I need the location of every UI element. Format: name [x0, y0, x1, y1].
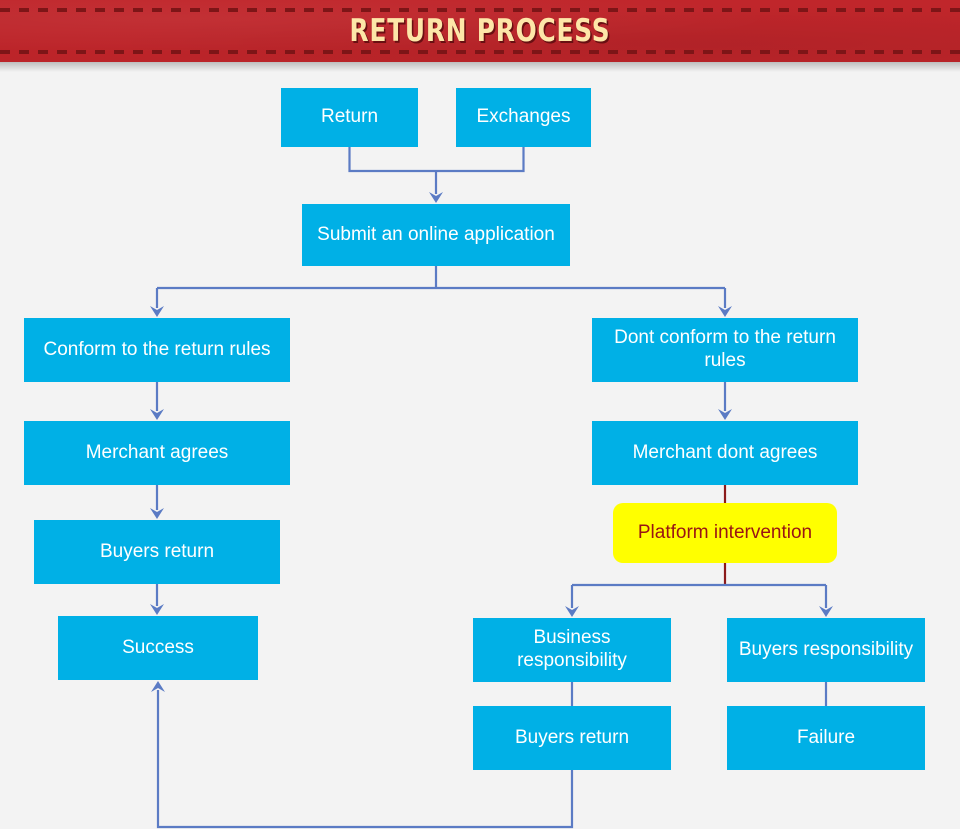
flow-node-label: Conform to the return rules	[43, 339, 270, 362]
flow-node-buyersreturn2[interactable]: Buyers return	[473, 706, 671, 770]
flow-node-conform[interactable]: Conform to the return rules	[24, 318, 290, 382]
flow-node-label: Dont conform to the return rules	[598, 327, 852, 373]
flow-node-label: Buyers return	[100, 541, 214, 564]
flow-node-exchanges[interactable]: Exchanges	[456, 88, 591, 147]
header-banner: RETURN PROCESS	[0, 0, 960, 62]
flow-node-submit[interactable]: Submit an online application	[302, 204, 570, 266]
flow-node-label: Failure	[797, 727, 855, 750]
flow-node-label: Buyers return	[515, 727, 629, 750]
flow-node-label: Business responsibility	[479, 627, 665, 673]
flow-node-label: Platform intervention	[638, 522, 812, 545]
flow-node-notagrees[interactable]: Merchant dont agrees	[592, 421, 858, 485]
flow-node-bizresp[interactable]: Business responsibility	[473, 618, 671, 682]
edge-return-exchanges-merge	[350, 147, 524, 171]
flow-node-label: Exchanges	[476, 106, 570, 129]
flow-node-label: Buyers responsibility	[739, 639, 913, 662]
page-title: RETURN PROCESS	[96, 0, 864, 62]
flow-node-buyresp[interactable]: Buyers responsibility	[727, 618, 925, 682]
flow-node-label: Merchant agrees	[86, 442, 229, 465]
flowchart-canvas: Return ExchangesSubmit an online applicat…	[0, 62, 960, 829]
flow-node-platform[interactable]: Platform intervention	[613, 503, 837, 563]
flow-node-label: Submit an online application	[317, 224, 555, 247]
flow-node-return[interactable]: Return	[281, 88, 418, 147]
flow-node-failure[interactable]: Failure	[727, 706, 925, 770]
flow-node-buyersreturn1[interactable]: Buyers return	[34, 520, 280, 584]
flow-node-success[interactable]: Success	[58, 616, 258, 680]
flow-node-label: Success	[122, 637, 194, 660]
flow-node-label: Return	[321, 106, 378, 129]
flow-node-label: Merchant dont agrees	[633, 442, 818, 465]
flow-node-notconform[interactable]: Dont conform to the return rules	[592, 318, 858, 382]
flow-node-agrees[interactable]: Merchant agrees	[24, 421, 290, 485]
